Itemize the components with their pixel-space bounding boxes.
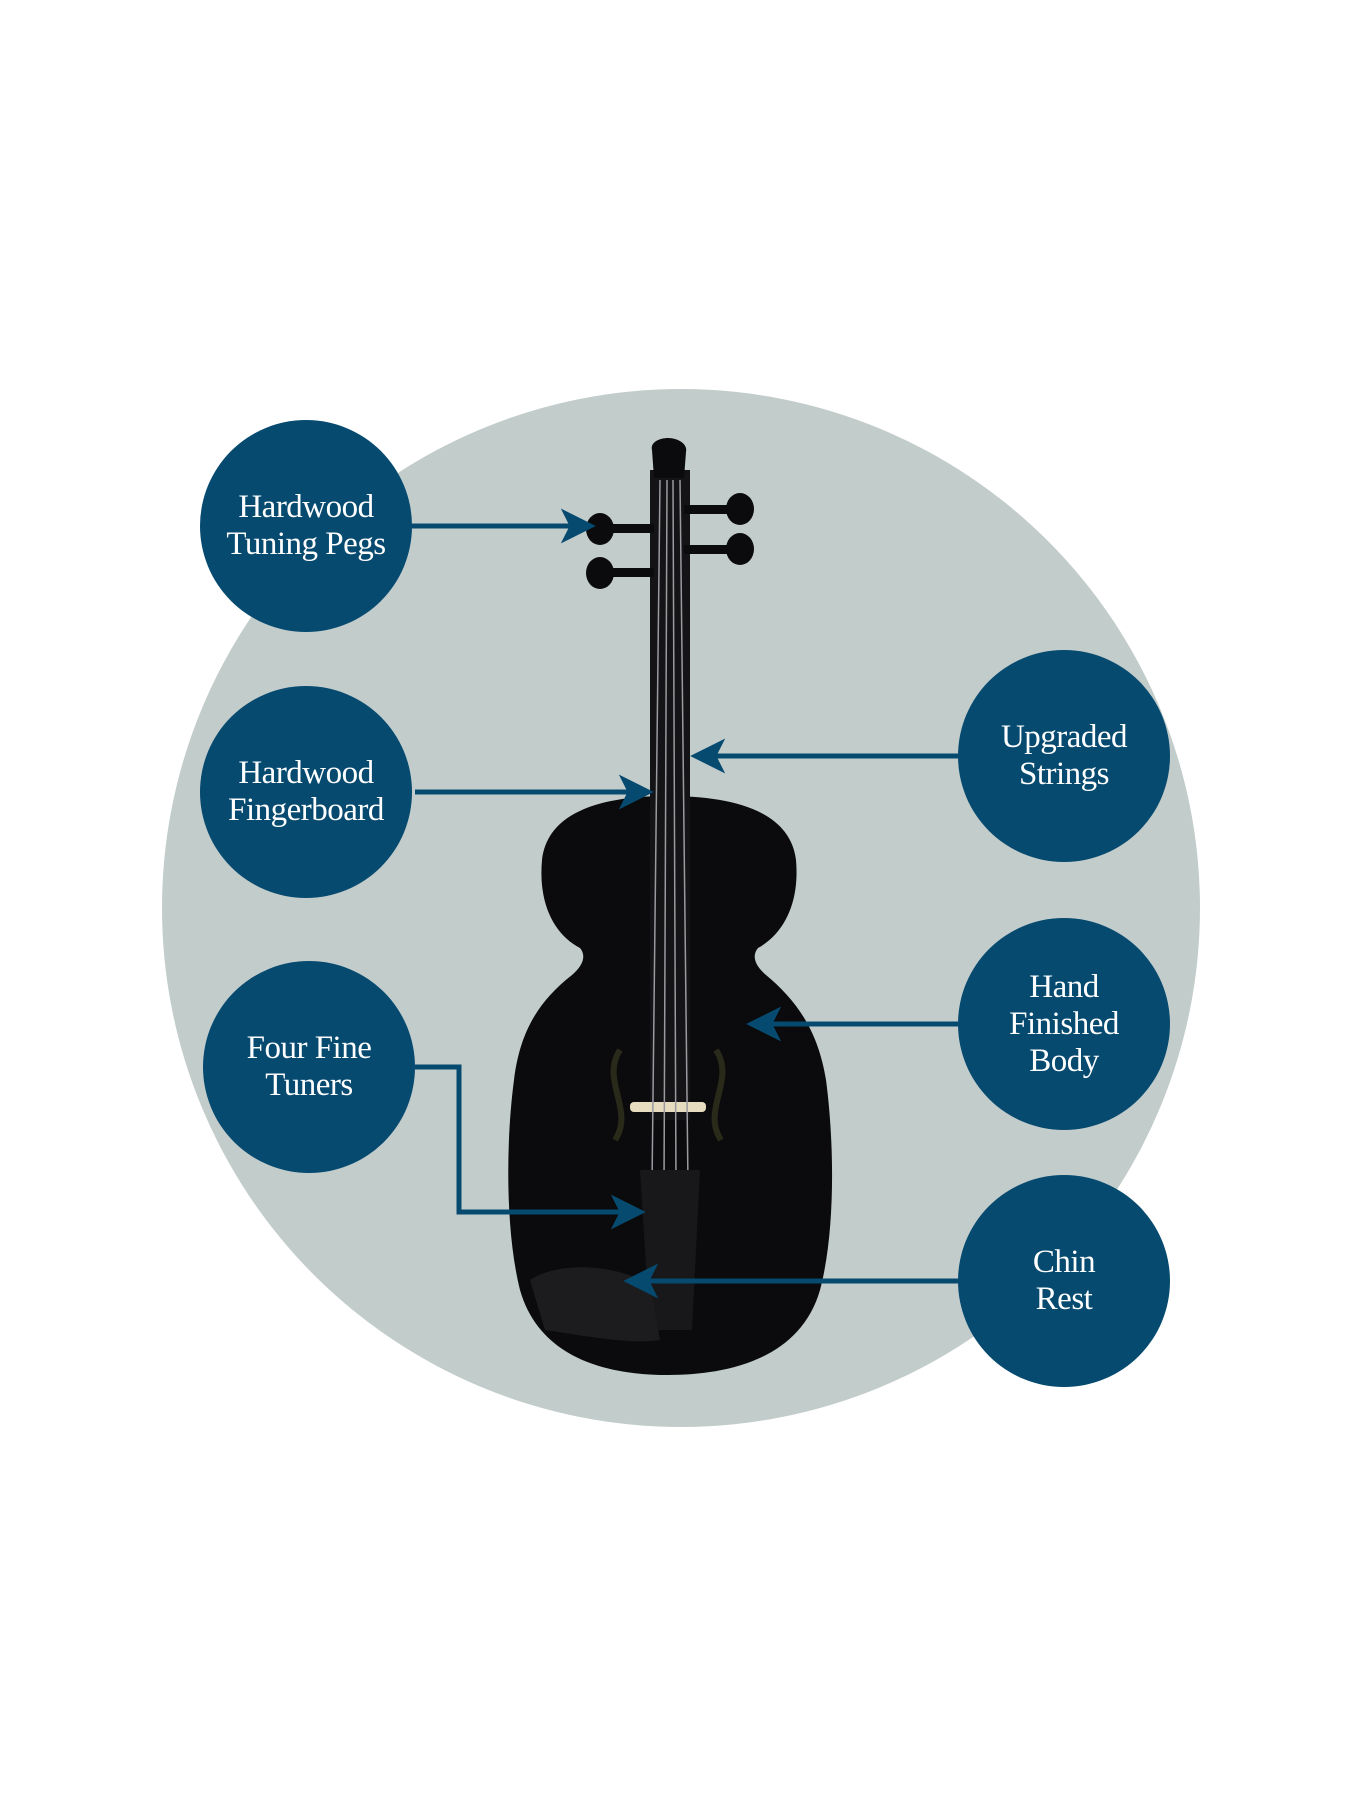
label-line: Tuning Pegs bbox=[226, 526, 386, 562]
scroll bbox=[651, 438, 687, 478]
label-line: Hardwood bbox=[238, 489, 374, 525]
label-line: Tuners bbox=[265, 1067, 353, 1103]
label-line: Upgraded bbox=[1000, 719, 1128, 755]
label-line: Body bbox=[1029, 1042, 1099, 1079]
label-tuning-pegs: Hardwood Tuning Pegs bbox=[200, 420, 412, 632]
label-line: Hardwood bbox=[238, 755, 374, 791]
pointer-arrows bbox=[410, 508, 958, 1299]
tuning-pegs bbox=[586, 493, 754, 589]
label-fingerboard: Hardwood Fingerboard bbox=[200, 686, 412, 898]
label-fine-tuners: Four Fine Tuners bbox=[203, 961, 415, 1173]
violin bbox=[508, 438, 833, 1375]
label-line: Fingerboard bbox=[228, 792, 384, 828]
label-line: Four Fine bbox=[246, 1030, 372, 1066]
label-line: Chin bbox=[1032, 1244, 1096, 1280]
label-body: Hand Finished Body bbox=[958, 918, 1170, 1130]
label-strings: Upgraded Strings bbox=[958, 650, 1170, 862]
label-chin-rest: Chin Rest bbox=[958, 1175, 1170, 1387]
bridge bbox=[630, 1102, 706, 1112]
arrow-fine-tuners bbox=[415, 1064, 646, 1230]
label-line: Hand bbox=[1029, 968, 1099, 1005]
label-line: Strings bbox=[1018, 756, 1110, 792]
label-line: Rest bbox=[1035, 1281, 1093, 1317]
label-line: Finished bbox=[1009, 1005, 1119, 1042]
